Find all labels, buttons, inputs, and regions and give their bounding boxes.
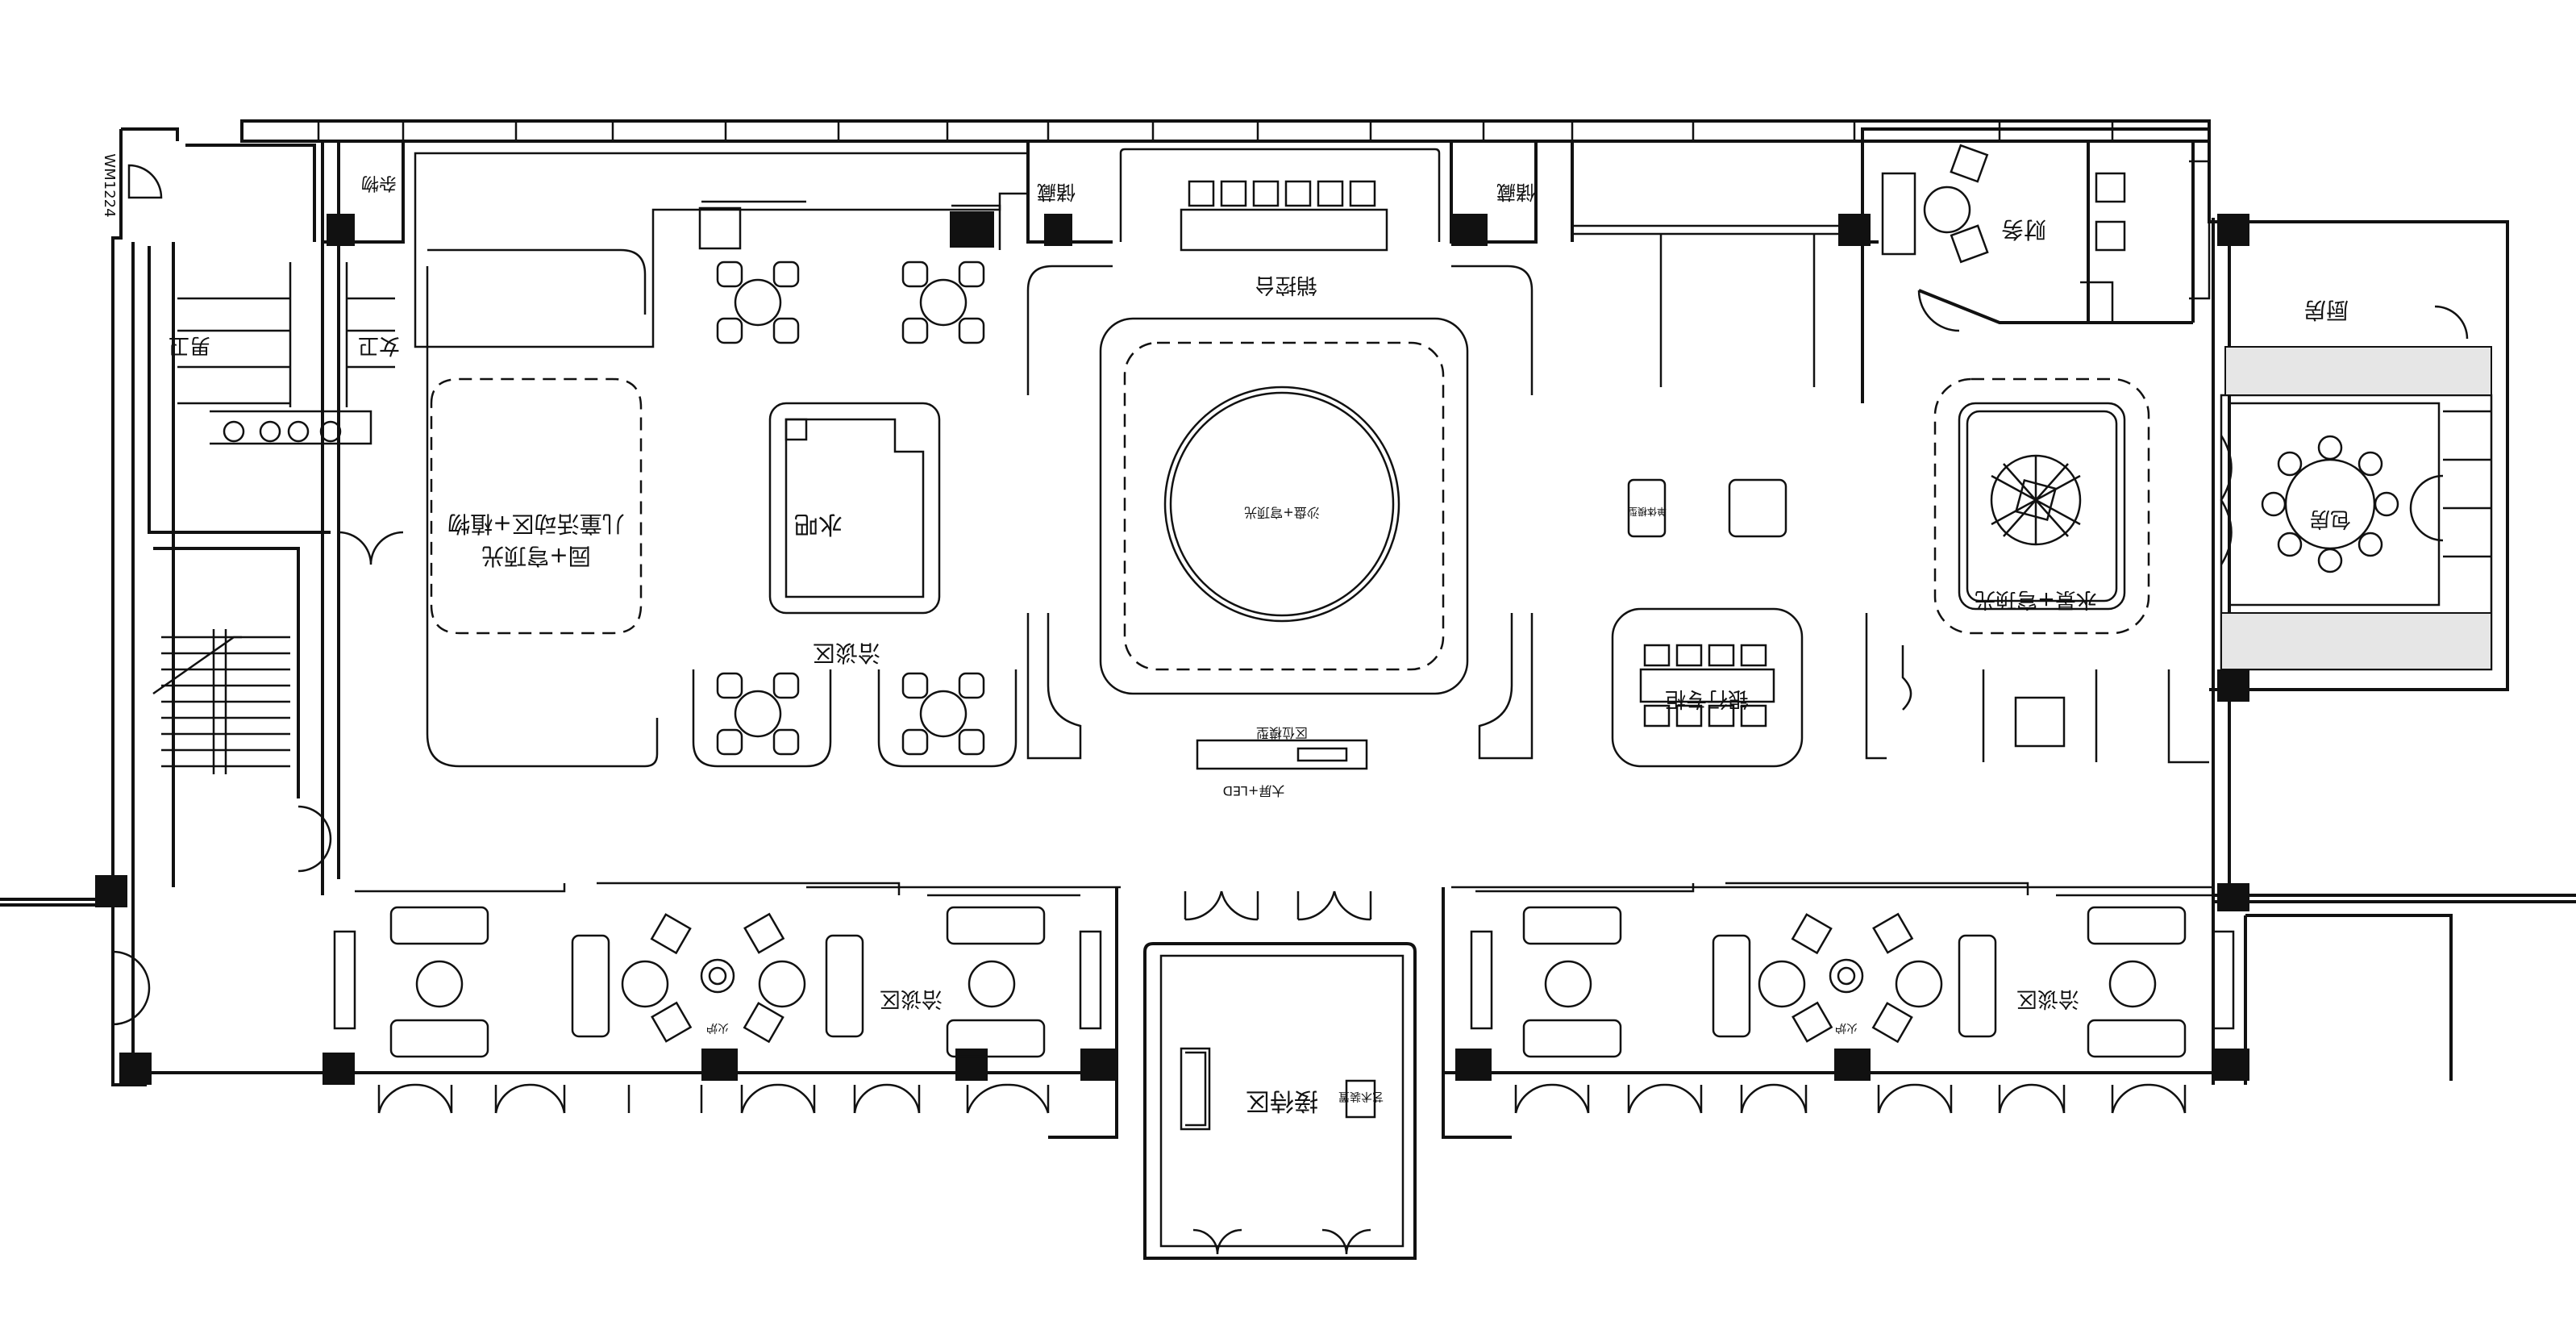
sales-desk-label: 销控台	[1255, 273, 1317, 297]
fireplace-right-label: 火炉	[1835, 1021, 1858, 1034]
kitchen-label: 厨房	[2303, 297, 2349, 323]
door-code-label: WM1224	[101, 153, 118, 217]
reception-label: 接待区	[1246, 1086, 1318, 1115]
doors	[112, 290, 2469, 1026]
negotiation-main-label: 洽谈区	[813, 640, 880, 666]
vip-room-label: 包房	[2309, 507, 2351, 531]
staircase-feature-label: 水景+穹顶光	[1975, 587, 2097, 611]
display-left-label: 储藏	[1037, 181, 1076, 203]
negotiation-left-label: 洽谈区	[880, 986, 943, 1011]
bank-counter-label: 银行专柜	[1665, 686, 1749, 711]
spiral-stair-feature: 水景+穹顶光	[1933, 377, 2150, 635]
structural-columns	[95, 214, 2249, 1085]
display-right-label: 储藏	[1496, 181, 1535, 203]
planter-hatch	[414, 152, 2493, 671]
kids-area-label-2: 园+穹顶光	[481, 543, 590, 569]
water-bar: 水吧	[768, 402, 941, 615]
led-label: 大屏+LED	[1223, 783, 1285, 798]
table-set	[716, 261, 800, 344]
washroom-block: 男卫 女卫 杂物 WM1224	[101, 153, 400, 445]
negotiation-main: 洽谈区	[692, 200, 1017, 768]
art-display-label: 艺术装置	[1338, 1090, 1384, 1103]
lounge-left: 洽谈区 火炉	[333, 882, 1102, 1114]
logo-wall-label: 区位模型	[1256, 725, 1308, 740]
fireplace-left-label: 火炉	[706, 1021, 729, 1034]
kids-area-label: 儿童活动区+植物	[447, 511, 624, 537]
water-bar-label: 水吧	[794, 510, 843, 538]
right-rooms: 财务 厨房 包房	[1881, 144, 2491, 607]
storage-left-label: 杂物	[361, 173, 397, 193]
lounge-right: 洽谈区 火炉	[1470, 882, 2235, 1114]
sandtable-label: 沙盘+穹顶光	[1244, 505, 1319, 520]
table-set	[716, 672, 800, 756]
reception-area: 接待区 艺术装置	[1180, 890, 1384, 1255]
left-staircase	[152, 629, 290, 774]
right-partitions	[806, 613, 2213, 889]
model-small-label: 单体模型	[1628, 506, 1667, 517]
finance-label: 财务	[2001, 216, 2046, 243]
negotiation-right-label: 洽谈区	[2016, 986, 2079, 1011]
table-set	[901, 261, 985, 344]
mens-wc-label: 男卫	[169, 333, 210, 357]
kids-area: 儿童活动区+植物 园+穹顶光	[426, 248, 659, 768]
womens-wc-label: 女卫	[358, 333, 400, 357]
sales-area: 销控台 沙盘+穹顶光 区位模型 大屏+LED 储藏 储藏	[1026, 148, 1535, 798]
right-center-area: 单体模型 银行专柜	[1611, 478, 1804, 768]
table-set	[901, 672, 985, 756]
